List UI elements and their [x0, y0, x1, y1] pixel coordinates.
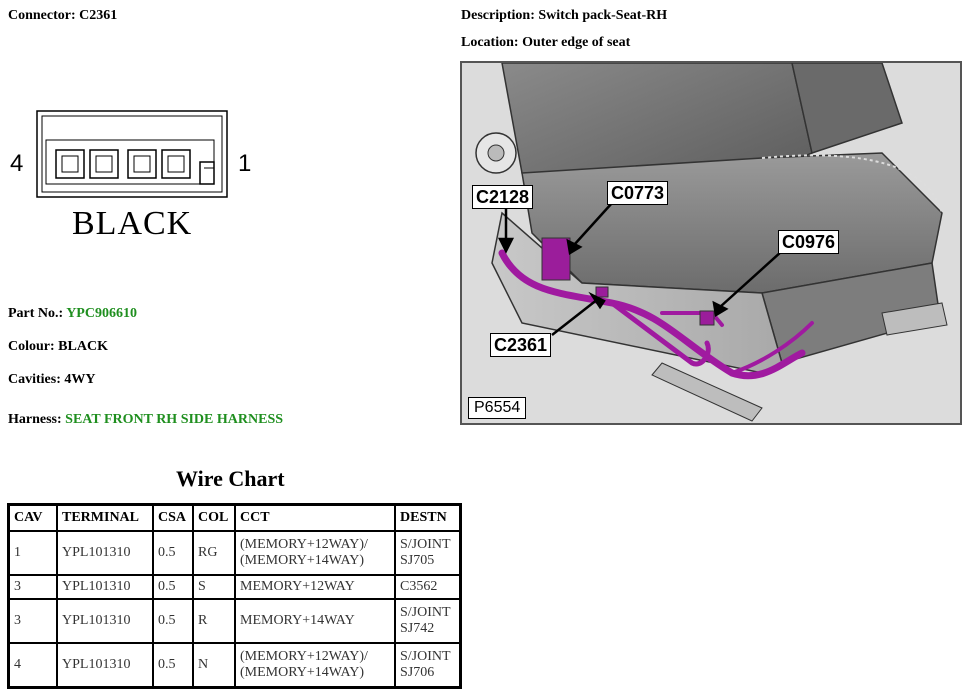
harness-row: Harness: SEAT FRONT RH SIDE HARNESS: [8, 412, 283, 428]
callout-c0976: C0976: [778, 230, 840, 254]
col-header-terminal: TERMINAL: [56, 503, 154, 532]
cell-col: N: [192, 642, 236, 688]
description-value: Switch pack-Seat-RH: [538, 8, 668, 23]
part-no-label: Part No.:: [8, 306, 64, 321]
cell-destn: S/JOINT SJ706: [394, 642, 462, 688]
cell-csa: 0.5: [152, 530, 194, 576]
cell-destn: S/JOINT SJ742: [394, 598, 462, 644]
cell-cct: MEMORY+12WAY: [234, 574, 396, 600]
col-header-cct: CCT: [234, 503, 396, 532]
cell-terminal: YPL101310: [56, 574, 154, 600]
pin-1-label: 1: [238, 150, 252, 177]
cavities-label: Cavities:: [8, 372, 61, 387]
col-header-cav: CAV: [7, 503, 58, 532]
cell-cav: 3: [7, 598, 58, 644]
cell-terminal: YPL101310: [56, 530, 154, 576]
wire-chart-title: Wire Chart: [176, 466, 285, 491]
cell-col: R: [192, 598, 236, 644]
callout-c0773: C0773: [607, 181, 669, 205]
seat-illustration: [462, 63, 960, 423]
cell-csa: 0.5: [152, 642, 194, 688]
cell-cct: (MEMORY+12WAY)/ (MEMORY+14WAY): [234, 530, 396, 576]
cavities-value: 4WY: [64, 372, 96, 387]
cell-col: RG: [192, 530, 236, 576]
cell-destn: C3562: [394, 574, 462, 600]
photo-reference-code: P6554: [468, 397, 527, 419]
connector-label: Connector:: [8, 8, 76, 23]
connector-heading: Connector: C2361: [8, 8, 117, 24]
cell-csa: 0.5: [152, 574, 194, 600]
colour-label: Colour:: [8, 339, 55, 354]
colour-row: Colour: BLACK: [8, 339, 108, 355]
location-label: Location:: [461, 35, 519, 50]
cell-cav: 4: [7, 642, 58, 688]
harness-label: Harness:: [8, 412, 62, 427]
col-header-csa: CSA: [152, 503, 194, 532]
connector-face-diagram: [36, 110, 228, 198]
cell-cct: (MEMORY+12WAY)/ (MEMORY+14WAY): [234, 642, 396, 688]
description-heading: Description: Switch pack-Seat-RH: [461, 8, 667, 24]
cell-destn: S/JOINT SJ705: [394, 530, 462, 576]
connector-value: C2361: [79, 8, 118, 23]
connector-colour-label: BLACK: [72, 205, 193, 242]
location-value: Outer edge of seat: [522, 35, 631, 50]
cell-cav: 1: [7, 530, 58, 576]
cell-cav: 3: [7, 574, 58, 600]
harness-link[interactable]: SEAT FRONT RH SIDE HARNESS: [65, 412, 284, 427]
cavity-1: [161, 149, 191, 179]
cell-csa: 0.5: [152, 598, 194, 644]
cell-terminal: YPL101310: [56, 642, 154, 688]
location-heading: Location: Outer edge of seat: [461, 35, 630, 51]
cell-col: S: [192, 574, 236, 600]
cavity-3: [89, 149, 119, 179]
part-no-row: Part No.: YPC906610: [8, 306, 137, 322]
wire-chart-header-row: CAV TERMINAL CSA COL CCT DESTN: [7, 503, 462, 532]
cavity-4: [55, 149, 85, 179]
seat-location-image: C2128 C0773 C0976 C2361 P6554: [460, 61, 962, 425]
part-no-link[interactable]: YPC906610: [66, 306, 137, 321]
col-header-col: COL: [192, 503, 236, 532]
callout-c2361: C2361: [490, 333, 552, 357]
description-label: Description:: [461, 8, 535, 23]
cell-terminal: YPL101310: [56, 598, 154, 644]
cavities-row: Cavities: 4WY: [8, 372, 96, 388]
callout-c2128: C2128: [472, 185, 534, 209]
polarization-key: [199, 161, 215, 185]
cavity-2: [127, 149, 157, 179]
colour-value: BLACK: [58, 339, 108, 354]
col-header-destn: DESTN: [394, 503, 462, 532]
cell-cct: MEMORY+14WAY: [234, 598, 396, 644]
pin-4-label: 4: [10, 150, 24, 177]
